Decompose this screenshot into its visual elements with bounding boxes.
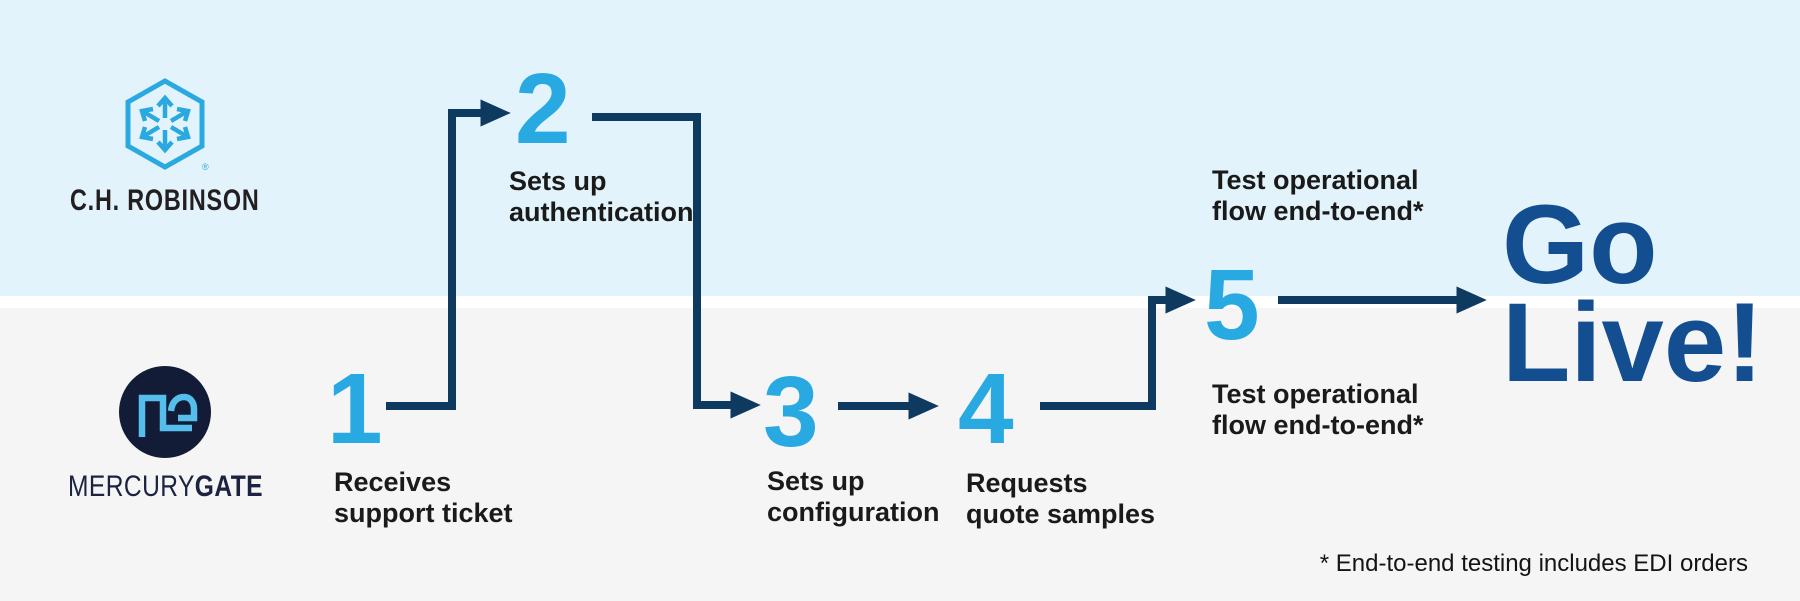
connector-step2-to-step3 bbox=[592, 113, 761, 419]
go-live-outcome: Go Live! bbox=[1502, 182, 1764, 405]
mercurygate-lane-background bbox=[0, 308, 1800, 601]
step-5-label-below-line-1: Test operational bbox=[1212, 379, 1419, 409]
chrobinson-wordmark: C.H. ROBINSON bbox=[70, 184, 260, 217]
footnote-text: * End-to-end testing includes EDI orders bbox=[1319, 550, 1748, 577]
step-1-label-line-1: Receives bbox=[334, 467, 452, 497]
step-5-label-above-line-1: Test operational bbox=[1212, 165, 1419, 195]
go-live-line-1: Go bbox=[1502, 182, 1658, 307]
step-2-label-line-1: Sets up bbox=[509, 166, 607, 196]
step-5-number: 5 bbox=[1204, 249, 1260, 361]
step-1-label: Receives support ticket bbox=[334, 467, 513, 529]
step-3-label-line-1: Sets up bbox=[767, 466, 865, 496]
step-3-number: 3 bbox=[763, 356, 819, 468]
step-2-label-line-2: authentication bbox=[509, 197, 694, 227]
mercurygate-wordmark-regular: MERCURY bbox=[68, 470, 195, 503]
step-2-number: 2 bbox=[515, 53, 571, 165]
step-5-label-below: Test operational flow end-to-end* bbox=[1212, 379, 1423, 441]
step-1-number: 1 bbox=[327, 353, 383, 465]
step-1-label-line-2: support ticket bbox=[334, 498, 513, 528]
mercurygate-logo-icon bbox=[119, 366, 211, 458]
step-3-label-line-2: configuration bbox=[767, 497, 940, 527]
go-live-line-2: Live! bbox=[1502, 280, 1764, 405]
registered-trademark-icon: ® bbox=[202, 162, 209, 172]
step-4-number: 4 bbox=[958, 353, 1014, 465]
connector-step1-to-step2 bbox=[386, 99, 511, 410]
step-3-label: Sets up configuration bbox=[767, 466, 939, 528]
mercurygate-wordmark-bold: GATE bbox=[194, 470, 263, 503]
step-4-label-line-2: quote samples bbox=[966, 499, 1156, 529]
step-5-label-above-line-2: flow end-to-end* bbox=[1212, 196, 1424, 226]
chrobinson-logo-icon: ® bbox=[125, 78, 209, 172]
step-5-label-above: Test operational flow end-to-end* bbox=[1212, 165, 1423, 227]
mercurygate-wordmark: MERCURYGATE bbox=[68, 470, 263, 504]
step-4-label: Requests quote samples bbox=[966, 468, 1155, 530]
connector-step4-to-step5 bbox=[1040, 286, 1196, 410]
chrobinson-lane-background bbox=[0, 0, 1800, 296]
step-5-label-below-line-2: flow end-to-end* bbox=[1212, 410, 1424, 440]
step-2-label: Sets up authentication bbox=[509, 166, 694, 228]
step-4-label-line-1: Requests bbox=[966, 468, 1088, 498]
